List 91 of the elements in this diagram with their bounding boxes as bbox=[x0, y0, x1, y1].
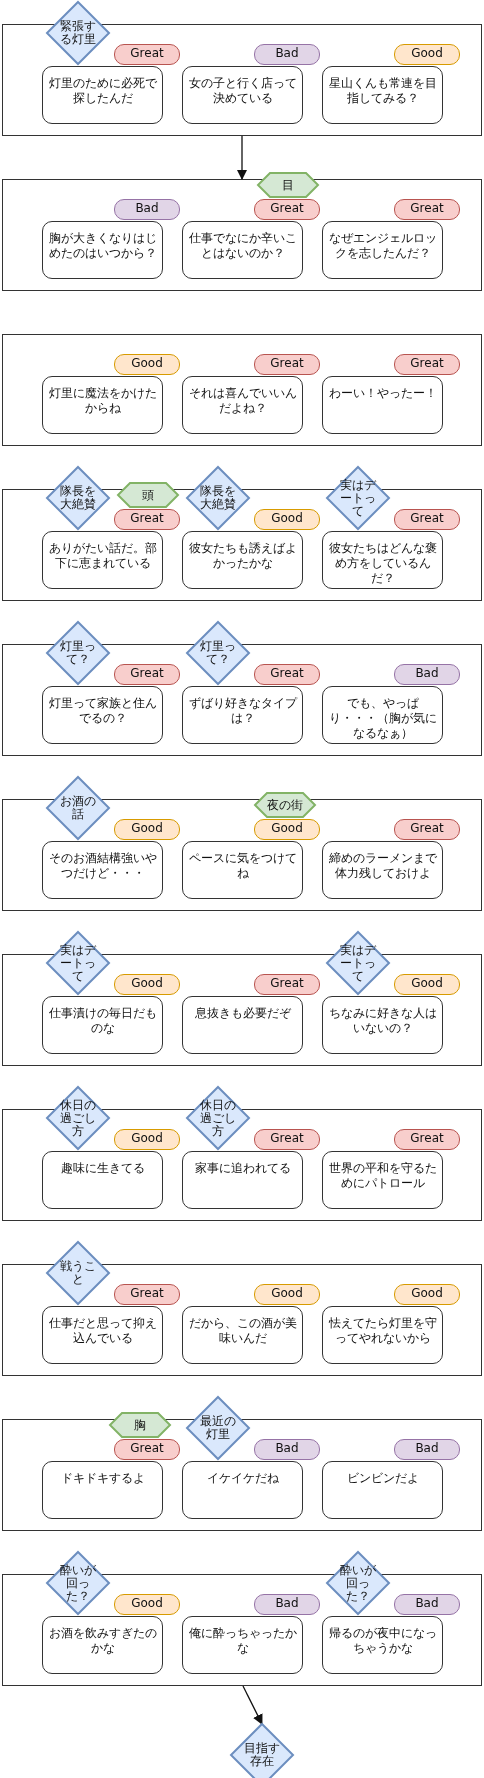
goal-diamond: 目指す存在 bbox=[231, 1724, 293, 1778]
rating-pill: Good bbox=[114, 354, 180, 375]
rating-pill: Great bbox=[114, 509, 180, 530]
dialogue-card: でも、やっぱり・・・（胸が気になるなぁ） bbox=[322, 686, 443, 744]
topic-diamond: 実はデートって bbox=[47, 932, 109, 994]
topic-diamond: 最近の灯里 bbox=[187, 1397, 249, 1459]
dialogue-card: 仕事だと思って抑え込んでいる bbox=[42, 1306, 163, 1364]
group-frame bbox=[2, 1109, 482, 1221]
rating-pill: Great bbox=[394, 354, 460, 375]
dialogue-card: ビンビンだよ bbox=[322, 1461, 443, 1519]
topic-diamond: 酔いが回った？ bbox=[327, 1552, 389, 1614]
topic-diamond: 隊長を大絶賛 bbox=[187, 467, 249, 529]
rating-pill: Good bbox=[114, 1129, 180, 1150]
group-frame bbox=[2, 334, 482, 446]
arrow bbox=[242, 1685, 263, 1725]
dialogue-card: 星山くんも常連を目指してみる？ bbox=[322, 66, 443, 124]
rating-pill: Great bbox=[254, 354, 320, 375]
dialogue-card: 仕事漬けの毎日だものな bbox=[42, 996, 163, 1054]
dialogue-card: そのお酒結構強いやつだけど・・・ bbox=[42, 841, 163, 899]
dialogue-card: 締めのラーメンまで体力残しておけよ bbox=[322, 841, 443, 899]
dialogue-card: 趣味に生きてる bbox=[42, 1151, 163, 1209]
rating-pill: Good bbox=[254, 819, 320, 840]
arrow bbox=[236, 135, 248, 181]
dialogue-card: 灯里のために必死で探したんだ bbox=[42, 66, 163, 124]
rating-pill: Great bbox=[114, 664, 180, 685]
rating-pill: Good bbox=[254, 509, 320, 530]
rating-pill: Great bbox=[254, 974, 320, 995]
dialogue-card: 女の子と行く店って決めている bbox=[182, 66, 303, 124]
dialogue-card: 彼女たちも誘えばよかったかな bbox=[182, 531, 303, 589]
dialogue-card: 灯里って家族と住んでるの？ bbox=[42, 686, 163, 744]
topic-diamond: 酔いが回った？ bbox=[47, 1552, 109, 1614]
topic-diamond: お酒の話 bbox=[47, 777, 109, 839]
rating-pill: Great bbox=[394, 1129, 460, 1150]
topic-diamond: 緊張する灯里 bbox=[47, 2, 109, 64]
topic-diamond: 灯里って？ bbox=[47, 622, 109, 684]
topic-hexagon: 夜の街 bbox=[255, 793, 315, 817]
dialogue-card: 世界の平和を守るためにパトロール bbox=[322, 1151, 443, 1209]
topic-diamond: 休日の過ごし方 bbox=[47, 1087, 109, 1149]
topic-diamond: 隊長を大絶賛 bbox=[47, 467, 109, 529]
rating-pill: Good bbox=[114, 1594, 180, 1615]
dialogue-card: 彼女たちはどんな褒め方をしているんだ？ bbox=[322, 531, 443, 589]
topic-diamond: 実はデートって bbox=[327, 932, 389, 994]
rating-pill: Good bbox=[114, 974, 180, 995]
rating-pill: Great bbox=[114, 44, 180, 65]
topic-diamond: 休日の過ごし方 bbox=[187, 1087, 249, 1149]
dialogue-card: なぜエンジェルロックを志したんだ？ bbox=[322, 221, 443, 279]
rating-pill: Good bbox=[394, 1284, 460, 1305]
rating-pill: Great bbox=[254, 199, 320, 220]
rating-pill: Great bbox=[254, 664, 320, 685]
dialogue-card: 息抜きも必要だぞ bbox=[182, 996, 303, 1054]
dialogue-card: だから、この酒が美味いんだ bbox=[182, 1306, 303, 1364]
rating-pill: Bad bbox=[394, 1594, 460, 1615]
rating-pill: Good bbox=[394, 974, 460, 995]
dialogue-card: ありがたい話だ。部下に恵まれている bbox=[42, 531, 163, 589]
dialogue-card: 胸が大きくなりはじめたのはいつから？ bbox=[42, 221, 163, 279]
rating-pill: Bad bbox=[254, 1594, 320, 1615]
dialogue-card: 灯里に魔法をかけたからね bbox=[42, 376, 163, 434]
dialogue-card: お酒を飲みすぎたのかな bbox=[42, 1616, 163, 1674]
dialogue-card: ペースに気をつけてね bbox=[182, 841, 303, 899]
dialogue-card: ずばり好きなタイプは？ bbox=[182, 686, 303, 744]
topic-hexagon: 胸 bbox=[110, 1413, 170, 1437]
dialogue-card: ちなみに好きな人はいないの？ bbox=[322, 996, 443, 1054]
rating-pill: Bad bbox=[394, 664, 460, 685]
dialogue-card: 仕事でなにか辛いことはないのか？ bbox=[182, 221, 303, 279]
group-frame bbox=[2, 179, 482, 291]
topic-hexagon: 頭 bbox=[118, 483, 178, 507]
dialogue-card: 家事に追われてる bbox=[182, 1151, 303, 1209]
rating-pill: Good bbox=[114, 819, 180, 840]
rating-pill: Bad bbox=[394, 1439, 460, 1460]
rating-pill: Bad bbox=[254, 1439, 320, 1460]
topic-hexagon: 目 bbox=[258, 173, 318, 197]
dialogue-card: それは喜んでいいんだよね？ bbox=[182, 376, 303, 434]
rating-pill: Good bbox=[254, 1284, 320, 1305]
rating-pill: Great bbox=[114, 1439, 180, 1460]
rating-pill: Great bbox=[394, 509, 460, 530]
dialogue-card: わーい！やったー！ bbox=[322, 376, 443, 434]
topic-diamond: 戦うこと bbox=[47, 1242, 109, 1304]
rating-pill: Bad bbox=[254, 44, 320, 65]
topic-diamond: 灯里って？ bbox=[187, 622, 249, 684]
dialogue-card: 帰るのが夜中になっちゃうかな bbox=[322, 1616, 443, 1674]
rating-pill: Great bbox=[114, 1284, 180, 1305]
rating-pill: Bad bbox=[114, 199, 180, 220]
rating-pill: Good bbox=[394, 44, 460, 65]
rating-pill: Great bbox=[254, 1129, 320, 1150]
topic-diamond: 実はデートって bbox=[327, 467, 389, 529]
rating-pill: Great bbox=[394, 199, 460, 220]
dialogue-card: 俺に酔っちゃったかな bbox=[182, 1616, 303, 1674]
rating-pill: Great bbox=[394, 819, 460, 840]
dialogue-card: イケイケだね bbox=[182, 1461, 303, 1519]
dialogue-card: ドキドキするよ bbox=[42, 1461, 163, 1519]
dialogue-card: 怯えてたら灯里を守ってやれないから bbox=[322, 1306, 443, 1364]
